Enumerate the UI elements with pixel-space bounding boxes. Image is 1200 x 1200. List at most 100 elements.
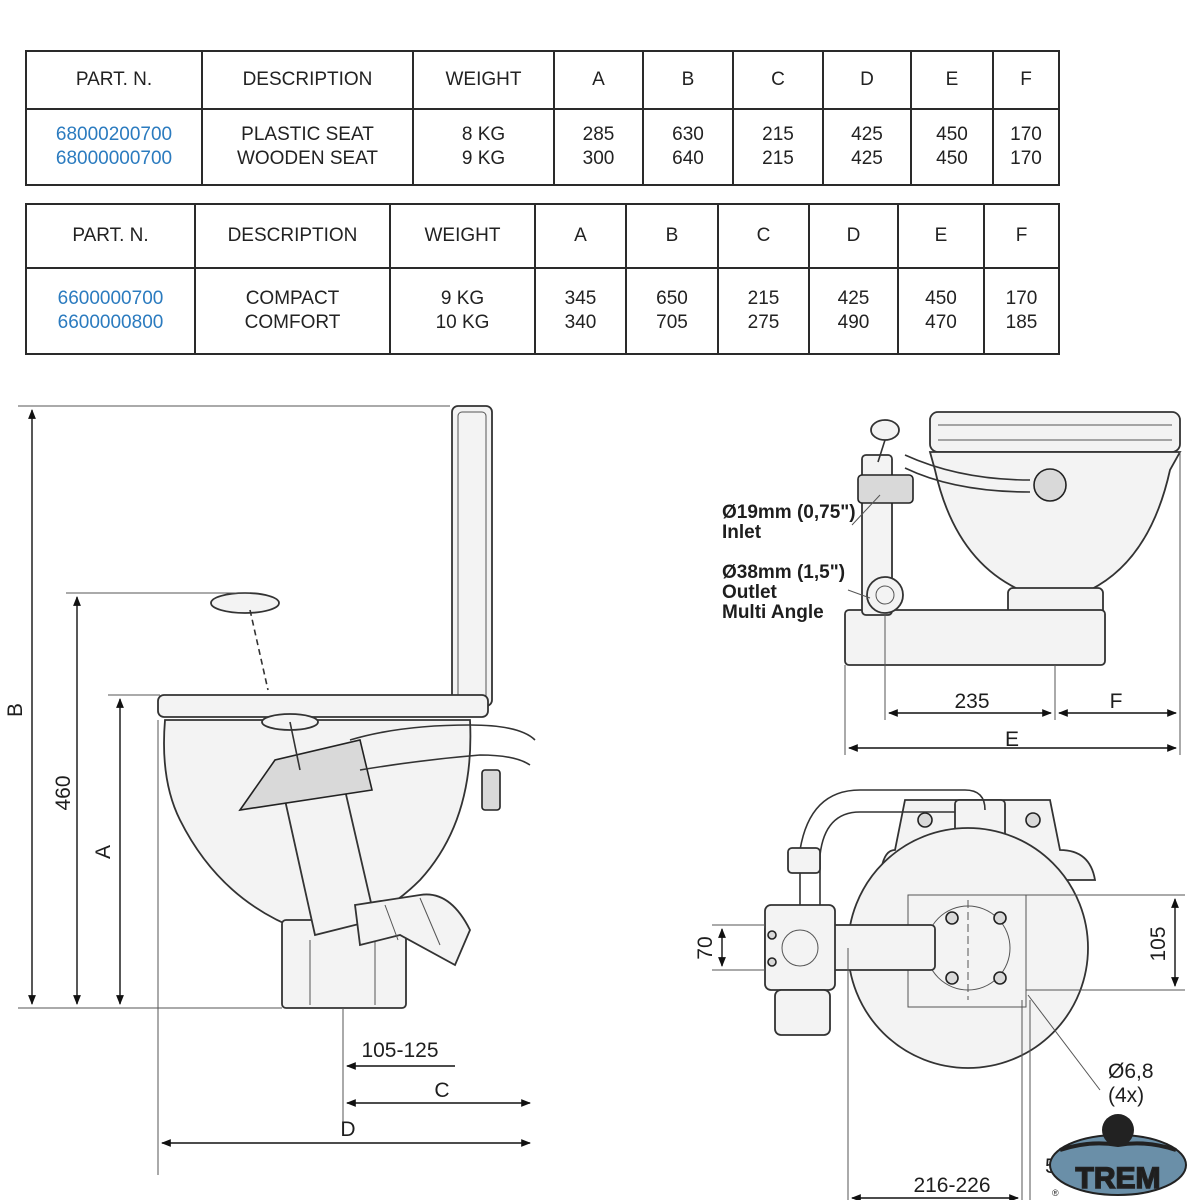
value-e: 450	[925, 288, 957, 309]
value-c: 215	[762, 148, 794, 169]
value-a: 285	[582, 124, 615, 145]
col-header-b: B	[625, 203, 719, 269]
col-header-c: C	[717, 203, 810, 269]
front-outlet-fitting	[866, 576, 904, 614]
value-d: 490	[837, 312, 870, 333]
outlet-label: Outlet	[722, 582, 778, 603]
value-d: 425	[851, 124, 883, 145]
dimension-d-label: D	[340, 1118, 355, 1141]
dimension-b-label: B	[4, 703, 27, 717]
col-header-f: F	[983, 203, 1060, 269]
value-f: 170	[1005, 288, 1038, 309]
outlet-note-label: Multi Angle	[722, 602, 824, 623]
value-c: 275	[747, 312, 780, 333]
col-header-part-number: PART. N.	[25, 203, 196, 269]
top-view: 70 105 Ø6,8 (4x) 5 216-226	[694, 789, 1185, 1200]
description: COMFORT	[244, 312, 341, 333]
description: PLASTIC SEAT	[241, 124, 374, 145]
side-outlet	[353, 893, 471, 967]
col-header-weight: WEIGHT	[389, 203, 536, 269]
value-f: 170	[1010, 124, 1042, 145]
value-f: 185	[1005, 312, 1038, 333]
dimension-105-125-label: 105-125	[361, 1039, 438, 1062]
table-header-row: PART. N. DESCRIPTION WEIGHT A B C D E F	[25, 50, 1060, 110]
dimension-235-label: 235	[954, 690, 989, 713]
dimension-460-label: 460	[52, 775, 75, 810]
hole-count-label: (4x)	[1108, 1084, 1144, 1107]
col-header-description: DESCRIPTION	[201, 50, 414, 110]
value-a: 340	[564, 312, 597, 333]
spec-table-seats: PART. N. DESCRIPTION WEIGHT A B C D E F …	[25, 50, 1060, 186]
value-b: 650	[656, 288, 688, 309]
value-d: 425	[851, 148, 883, 169]
description-cell: PLASTIC SEAT WOODEN SEAT	[201, 108, 414, 186]
logo-text: TREM	[1076, 1162, 1161, 1195]
e-cell: 450 470	[897, 267, 985, 355]
f-cell: 170 170	[992, 108, 1060, 186]
weight: 9 KG	[440, 288, 485, 309]
value-d: 425	[837, 288, 870, 309]
inlet-label: Inlet	[722, 522, 762, 543]
side-inlet-hose	[349, 724, 536, 741]
value-a: 345	[564, 288, 597, 309]
side-seat	[157, 694, 489, 718]
col-header-a: A	[534, 203, 627, 269]
col-header-f: F	[992, 50, 1060, 110]
col-header-e: E	[910, 50, 994, 110]
spec-table-models: PART. N. DESCRIPTION WEIGHT A B C D E F …	[25, 203, 1060, 355]
weight: 9 KG	[461, 148, 506, 169]
table-row: 68000200700 68000000700 PLASTIC SEAT WOO…	[25, 108, 1060, 186]
value-a: 300	[582, 148, 615, 169]
dimension-c-label: C	[434, 1079, 449, 1102]
side-pump-head	[238, 739, 373, 812]
table-row: 6600000700 6600000800 COMPACT COMFORT 9 …	[25, 267, 1060, 355]
d-cell: 425 490	[808, 267, 899, 355]
dimension-105-label: 105	[1147, 926, 1170, 961]
col-header-e: E	[897, 203, 985, 269]
hole-size-label: Ø6,8	[1108, 1060, 1154, 1083]
dimension-70-label: 70	[694, 936, 717, 959]
value-f: 170	[1010, 148, 1042, 169]
f-cell: 170 185	[983, 267, 1060, 355]
c-cell: 215 215	[732, 108, 824, 186]
part-number: 68000000700	[55, 148, 173, 169]
part-number: 6600000800	[57, 312, 164, 333]
col-header-b: B	[642, 50, 734, 110]
description-cell: COMPACT COMFORT	[194, 267, 391, 355]
logo-octopus-icon	[1102, 1114, 1134, 1146]
weight: 10 KG	[435, 312, 490, 333]
col-header-description: DESCRIPTION	[194, 203, 391, 269]
value-e: 450	[936, 124, 968, 145]
col-header-d: D	[822, 50, 912, 110]
c-cell: 215 275	[717, 267, 810, 355]
side-handle	[210, 592, 280, 614]
b-cell: 650 705	[625, 267, 719, 355]
value-c: 215	[747, 288, 780, 309]
description: WOODEN SEAT	[236, 148, 379, 169]
col-header-c: C	[732, 50, 824, 110]
description: COMPACT	[245, 288, 340, 309]
dimension-a-label: A	[92, 845, 115, 859]
side-view: B 460 A 105-125 C D	[4, 405, 536, 1175]
value-c: 215	[762, 124, 794, 145]
weight-cell: 8 KG 9 KG	[412, 108, 555, 186]
value-b: 705	[656, 312, 688, 333]
a-cell: 345 340	[534, 267, 627, 355]
trem-logo: TREM ®	[1049, 1114, 1187, 1198]
table-header-row: PART. N. DESCRIPTION WEIGHT A B C D E F	[25, 203, 1060, 269]
value-b: 640	[672, 148, 704, 169]
weight: 8 KG	[461, 124, 506, 145]
value-e: 450	[936, 148, 968, 169]
part-number-cell: 6600000700 6600000800	[25, 267, 196, 355]
b-cell: 630 640	[642, 108, 734, 186]
e-cell: 450 450	[910, 108, 994, 186]
inlet-size-label: Ø19mm (0,75")	[722, 502, 856, 523]
weight-cell: 9 KG 10 KG	[389, 267, 536, 355]
front-seat	[929, 411, 1181, 453]
col-header-weight: WEIGHT	[412, 50, 555, 110]
part-number: 6600000700	[57, 288, 164, 309]
dimension-f-label: F	[1110, 690, 1123, 713]
part-number: 68000200700	[55, 124, 173, 145]
dimension-e-label: E	[1005, 728, 1019, 751]
d-cell: 425 425	[822, 108, 912, 186]
